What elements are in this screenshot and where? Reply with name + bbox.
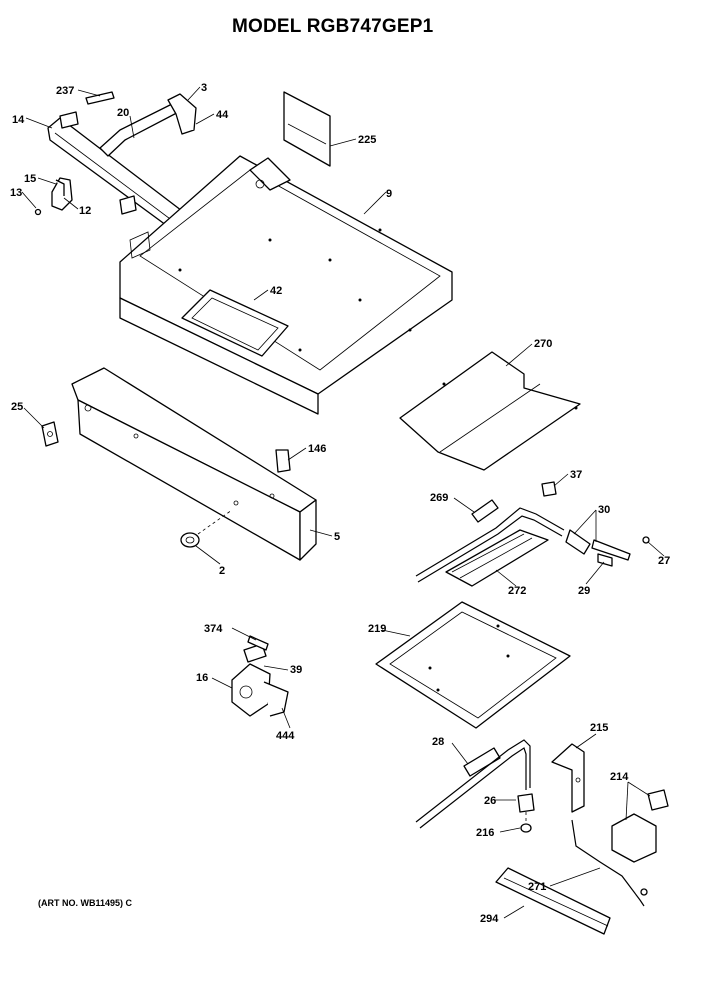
callout-27: 27	[658, 555, 670, 567]
callout-13: 13	[10, 187, 22, 199]
callout-28: 28	[432, 736, 444, 748]
valve-16	[231, 643, 289, 717]
callout-215: 215	[590, 722, 608, 734]
bracket-215	[551, 743, 585, 813]
shield-270	[399, 351, 581, 471]
callout-37: 37	[570, 469, 582, 481]
callouts: 237 3 44 14 20 225 9 15 13 12 42 270 25 …	[10, 82, 670, 925]
callout-214: 214	[610, 771, 629, 783]
diagram-title: MODEL RGB747GEP1	[232, 16, 434, 37]
callout-14: 14	[12, 114, 25, 126]
callout-15: 15	[24, 173, 36, 185]
grommet-2	[180, 509, 233, 548]
callout-269: 269	[430, 492, 448, 504]
callout-20: 20	[117, 107, 129, 119]
callout-2: 2	[219, 565, 225, 577]
clip-37	[541, 481, 557, 497]
callout-374: 374	[204, 623, 223, 635]
burner-272	[445, 529, 549, 587]
callout-39: 39	[290, 664, 302, 676]
callout-294: 294	[480, 913, 499, 925]
callout-9: 9	[386, 188, 392, 200]
ignitor-214	[611, 789, 669, 863]
callout-26: 26	[484, 795, 496, 807]
callout-3: 3	[201, 82, 207, 94]
callout-16: 16	[196, 672, 208, 684]
callout-219: 219	[368, 623, 386, 635]
callout-444: 444	[276, 730, 295, 742]
burner-tube-269	[415, 499, 650, 583]
callout-30: 30	[598, 504, 610, 516]
burner-tube-lower	[415, 739, 535, 833]
burner-box-9	[119, 155, 453, 415]
leader-lines	[21, 86, 665, 919]
callout-271: 271	[528, 881, 546, 893]
wire-271	[571, 819, 648, 907]
callout-146: 146	[308, 443, 326, 455]
clip-146	[275, 449, 291, 473]
callout-272: 272	[508, 585, 526, 597]
callout-29: 29	[578, 585, 590, 597]
callout-237: 237	[56, 85, 74, 97]
callout-25: 25	[11, 401, 23, 413]
clip-25	[41, 421, 59, 447]
art-number: (ART NO. WB11495) C	[38, 898, 133, 908]
callout-225: 225	[358, 134, 376, 146]
tray-219	[375, 601, 571, 729]
rail-294	[495, 867, 611, 935]
callout-44: 44	[216, 109, 229, 121]
callout-42: 42	[270, 285, 282, 297]
access-plate-42	[181, 289, 289, 357]
bracket-225	[283, 91, 331, 167]
part-374	[247, 635, 269, 651]
callout-216: 216	[476, 827, 494, 839]
callout-270: 270	[534, 338, 552, 350]
callout-12: 12	[79, 205, 91, 217]
front-rail-5	[71, 367, 317, 561]
callout-5: 5	[334, 531, 340, 543]
